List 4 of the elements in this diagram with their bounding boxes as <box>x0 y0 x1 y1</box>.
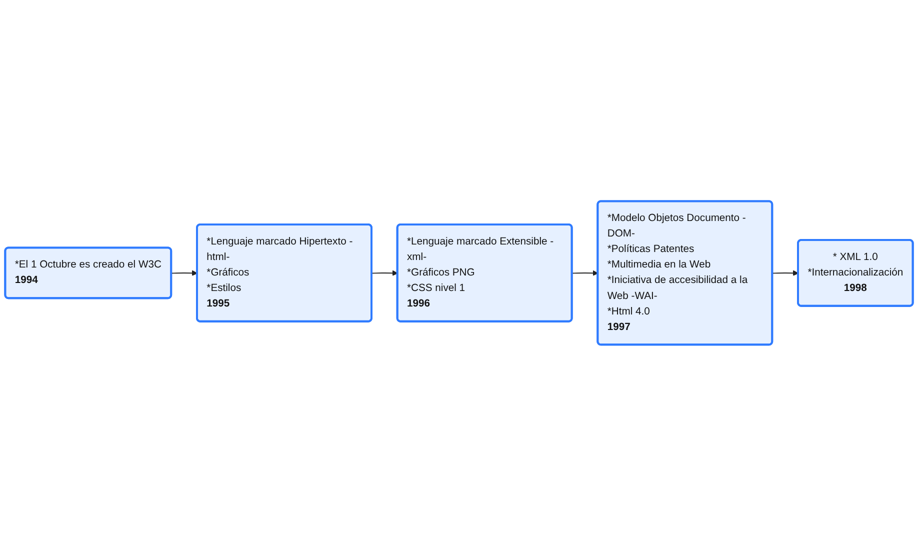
arrow <box>572 270 598 276</box>
arrow <box>170 270 198 276</box>
arrow <box>772 270 799 276</box>
arrow <box>371 270 398 276</box>
